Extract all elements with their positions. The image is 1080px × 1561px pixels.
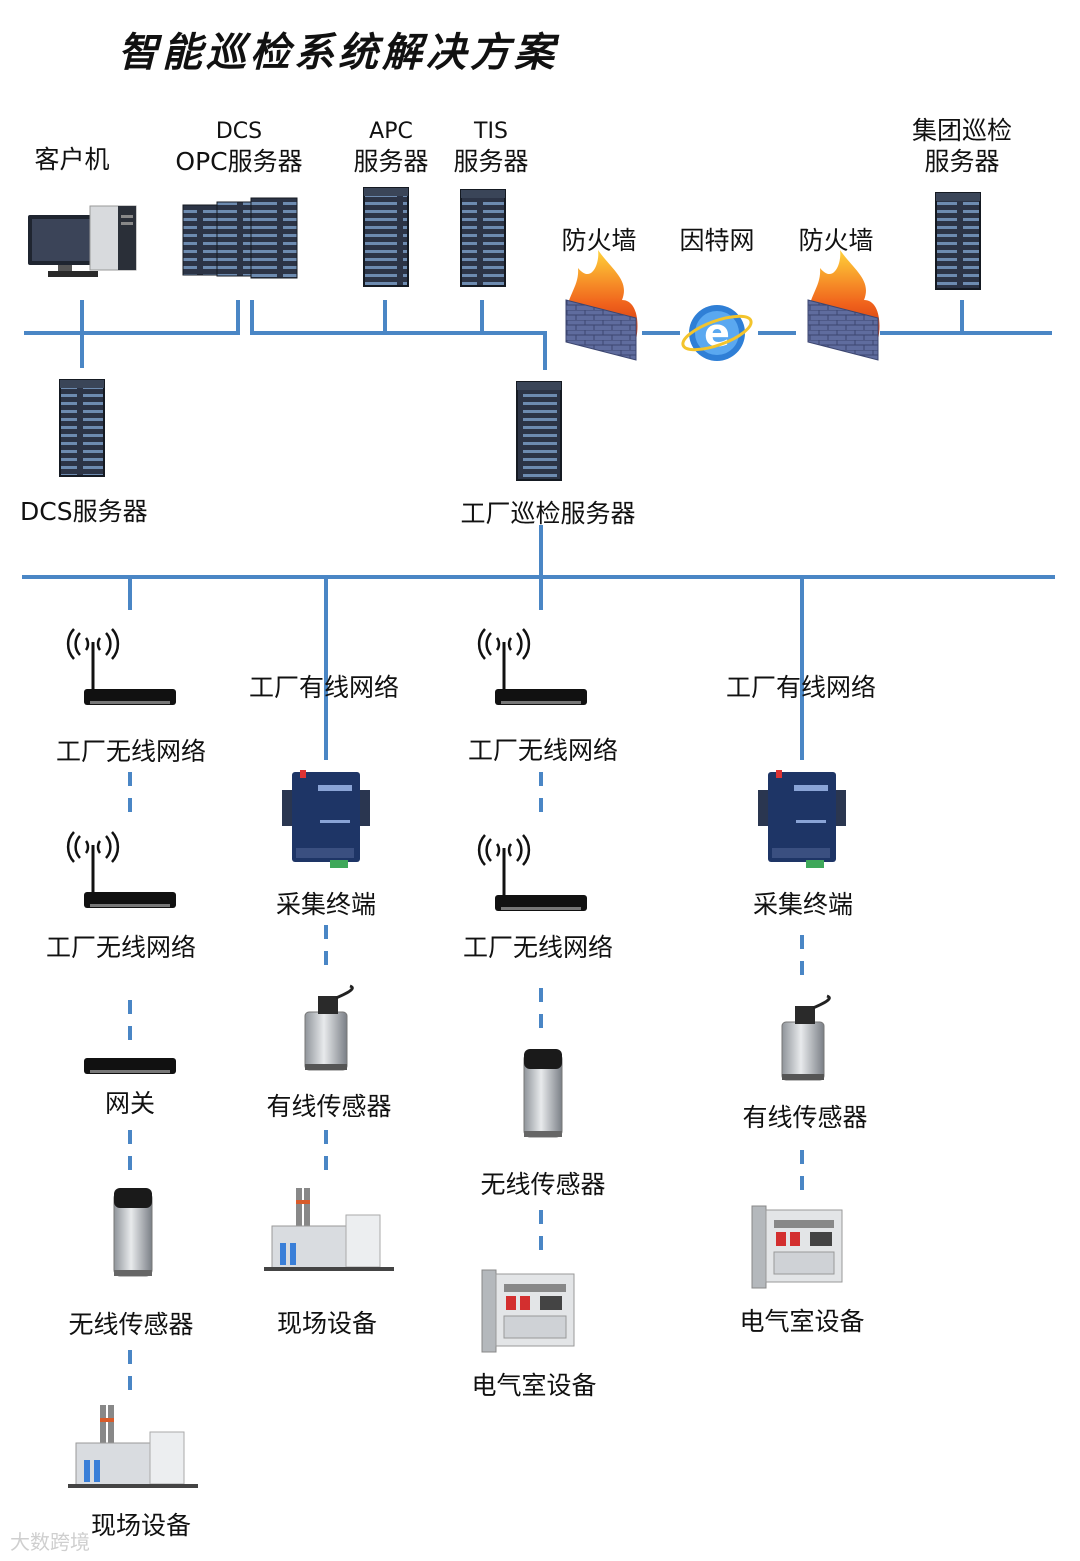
b1-wireless-sensor-icon (113, 1188, 153, 1277)
client-label: 客户机 (34, 145, 110, 174)
b3-wireless-label-1: 工厂无线网络 (467, 736, 619, 765)
top-bus-mid (250, 300, 547, 370)
b2-factory-icon (264, 1188, 394, 1271)
dcs-opc-label-line1: DCS (215, 119, 263, 144)
factory-server-label: 工厂巡检服务器 (460, 499, 636, 528)
top-bus-left (24, 300, 240, 335)
group-server-label-line1: 集团巡检 (911, 116, 1013, 145)
b3-equipment-label: 电气室设备 (471, 1371, 597, 1400)
b1-gateway-label: 网关 (104, 1089, 156, 1118)
factory-server-icon (516, 381, 562, 481)
tis-server-icon (460, 189, 506, 287)
dcs-server-icon (59, 379, 105, 477)
firewall-left-label: 防火墙 (561, 226, 637, 255)
b3-router-2-icon (477, 834, 587, 911)
b1-factory-icon (68, 1405, 198, 1488)
b4-equipment-label: 电气室设备 (739, 1307, 865, 1336)
b2-equipment-label: 现场设备 (276, 1309, 378, 1338)
b1-equipment-label: 现场设备 (90, 1511, 192, 1540)
b3-electrical-cabinet-icon (481, 1269, 575, 1353)
network-lines (22, 300, 1055, 760)
b4-wired-sensor-icon (781, 994, 831, 1081)
firewall-left-icon (565, 250, 638, 361)
b4-terminal-label: 采集终端 (752, 890, 854, 919)
firewall-right-label: 防火墙 (798, 226, 874, 255)
tis-label-line2: 服务器 (453, 147, 529, 176)
firewall-right-icon (807, 250, 880, 361)
dashed-links (128, 772, 804, 1400)
b2-sensor-label: 有线传感器 (266, 1092, 392, 1121)
b3-sensor-label: 无线传感器 (480, 1170, 606, 1199)
b2-terminal-icon (282, 770, 370, 868)
b1-router-1-icon (66, 628, 176, 705)
dcs-server-label: DCS服务器 (20, 497, 148, 526)
b1-router-2-icon (66, 831, 176, 908)
group-server-icon (935, 192, 981, 290)
apc-server-icon (363, 187, 409, 287)
tis-label-line1: TIS (474, 119, 508, 144)
b4-terminal-icon (758, 770, 846, 868)
group-server-label-line2: 服务器 (924, 147, 1000, 176)
b2-wired-sensor-icon (304, 984, 354, 1071)
b3-router-1-icon (477, 628, 587, 705)
b2-wired-label: 工厂有线网络 (248, 673, 400, 702)
b1-sensor-label: 无线传感器 (68, 1310, 194, 1339)
apc-label-line2: 服务器 (353, 147, 429, 176)
b2-terminal-label: 采集终端 (275, 890, 377, 919)
dcs-opc-label-line2: OPC服务器 (175, 147, 303, 176)
b4-wired-label: 工厂有线网络 (725, 673, 877, 702)
client-computer-icon (28, 205, 137, 277)
dcs-opc-server-icon (182, 197, 298, 279)
internet-explorer-icon: e (681, 305, 753, 361)
b4-sensor-label: 有线传感器 (742, 1103, 868, 1132)
b1-gateway-icon (84, 1058, 176, 1074)
b4-electrical-cabinet-icon (751, 1205, 843, 1289)
internet-label: 因特网 (679, 226, 755, 255)
b3-wireless-sensor-icon (523, 1049, 563, 1138)
b1-wireless-label-2: 工厂无线网络 (45, 933, 197, 962)
b1-wireless-label-1: 工厂无线网络 (55, 737, 207, 766)
b3-wireless-label-2: 工厂无线网络 (462, 933, 614, 962)
apc-label-line1: APC (369, 119, 413, 144)
page-title: 智能巡检系统解决方案 (118, 30, 558, 76)
watermark: 大数跨境 (10, 1530, 90, 1554)
